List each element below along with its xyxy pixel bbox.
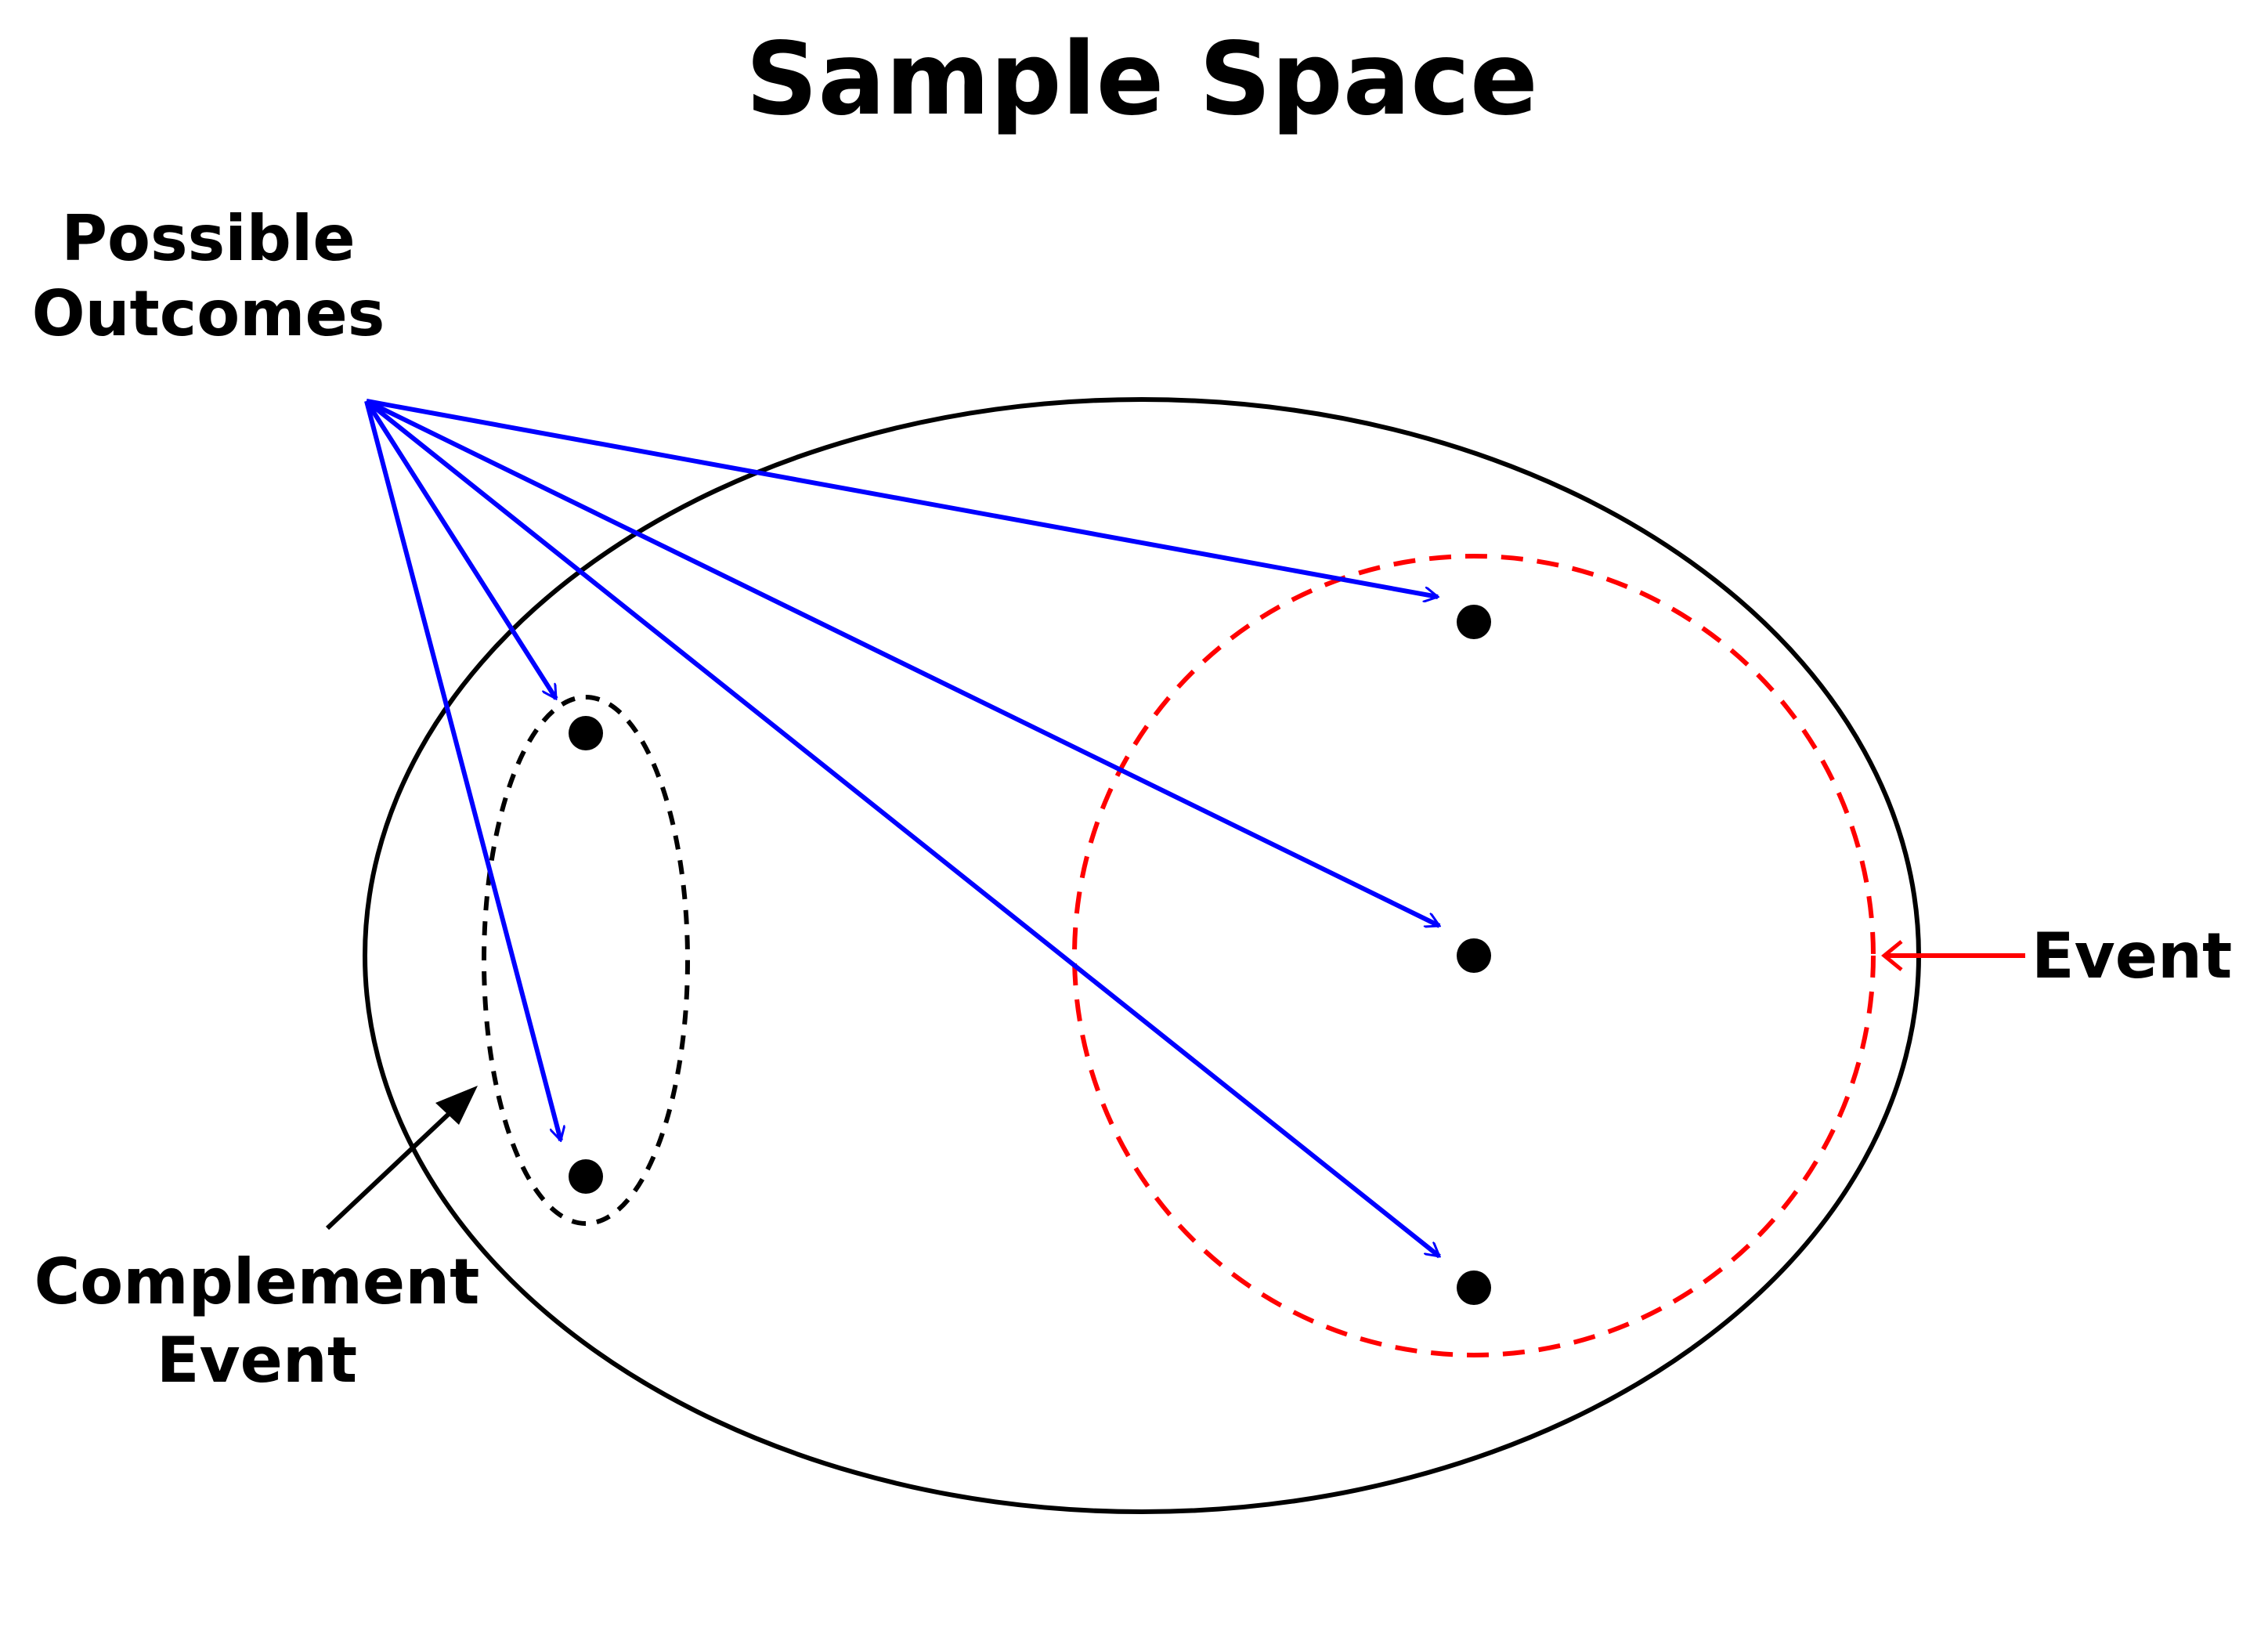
sample-space-ellipse [363, 397, 1921, 1514]
arrow-to-point-4 [364, 399, 558, 699]
event-label: Event [2031, 920, 2232, 992]
outcome-arrows [364, 399, 1439, 1259]
arrow-to-point-2 [365, 399, 1439, 928]
arrow-to-point-1 [366, 399, 1438, 597]
outcome-point-icon [1457, 938, 1491, 973]
possible-outcomes-label-line1: Possible [61, 202, 355, 275]
complement-pointer-arrow [325, 1101, 463, 1231]
event-region [1072, 554, 1876, 1357]
complement-event-region [482, 695, 690, 1226]
outcome-points [569, 605, 1491, 1305]
outcome-point-icon [569, 1159, 603, 1194]
arrow-to-point-3 [365, 399, 1439, 1259]
possible-outcomes-label-line2: Outcomes [32, 277, 385, 350]
outcome-point-icon [1457, 1271, 1491, 1305]
event-pointer-arrowhead [1881, 940, 1903, 971]
complement-pointer-arrowhead [435, 1086, 478, 1125]
outcome-point-icon [569, 716, 603, 750]
diagram-title: Sample Space [746, 21, 1538, 138]
complement-event-label-line2: Event [157, 1324, 357, 1397]
complement-event-label-line1: Complement [34, 1245, 480, 1318]
outcome-point-icon [1457, 605, 1491, 639]
arrow-to-point-5 [364, 400, 561, 1140]
